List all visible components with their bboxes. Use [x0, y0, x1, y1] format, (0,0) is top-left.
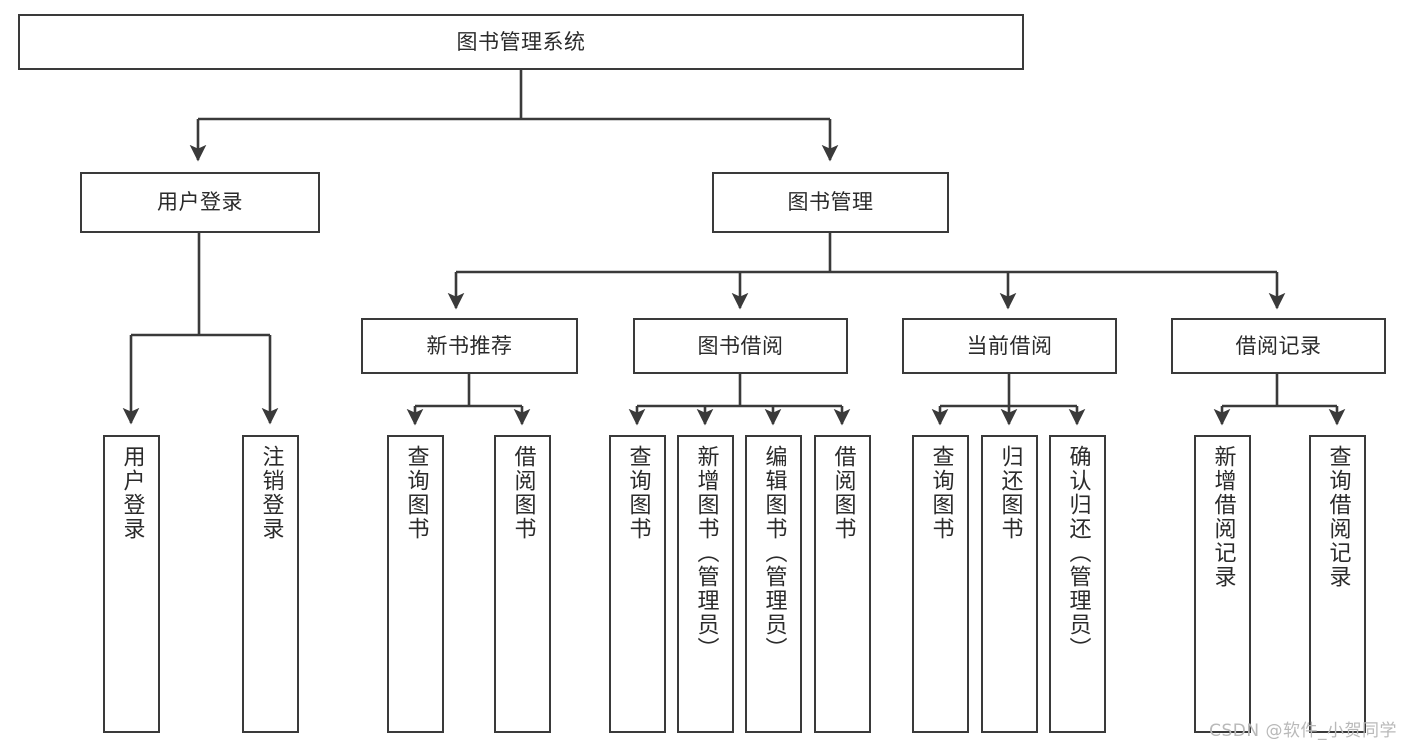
- node-leaf-borrow-book-2[interactable]: 借阅图书: [814, 435, 871, 733]
- node-leaf-add-record[interactable]: 新增借阅记录: [1194, 435, 1251, 733]
- node-current-borrow[interactable]: 当前借阅: [902, 318, 1117, 374]
- node-leaf-confirm-return[interactable]: 确认归还（管理员）: [1049, 435, 1106, 733]
- node-user-login-label: 用户登录: [157, 190, 243, 215]
- node-leaf-query-record-label: 查询借阅记录: [1325, 445, 1351, 589]
- node-leaf-borrow-book-2-label: 借阅图书: [830, 445, 856, 541]
- node-leaf-add-record-label: 新增借阅记录: [1210, 445, 1236, 589]
- node-leaf-query-book-2-label: 查询图书: [625, 445, 651, 541]
- node-borrow-record[interactable]: 借阅记录: [1171, 318, 1386, 374]
- node-leaf-confirm-return-label: 确认归还（管理员）: [1065, 445, 1091, 661]
- node-leaf-add-book-label: 新增图书（管理员）: [693, 445, 719, 661]
- node-leaf-user-login-label: 用户登录: [119, 445, 145, 541]
- node-leaf-query-book-2[interactable]: 查询图书: [609, 435, 666, 733]
- node-user-login[interactable]: 用户登录: [80, 172, 320, 233]
- node-leaf-borrow-book-1[interactable]: 借阅图书: [494, 435, 551, 733]
- node-book-manage[interactable]: 图书管理: [712, 172, 949, 233]
- node-leaf-query-book-1[interactable]: 查询图书: [387, 435, 444, 733]
- node-leaf-query-book-3[interactable]: 查询图书: [912, 435, 969, 733]
- node-leaf-user-logout-label: 注销登录: [258, 445, 284, 541]
- node-current-borrow-label: 当前借阅: [966, 333, 1053, 358]
- node-new-book-recommend[interactable]: 新书推荐: [361, 318, 578, 374]
- node-leaf-edit-book-label: 编辑图书（管理员）: [761, 445, 787, 661]
- node-new-book-recommend-label: 新书推荐: [426, 333, 513, 358]
- node-root-label: 图书管理系统: [456, 29, 586, 54]
- node-leaf-user-logout[interactable]: 注销登录: [242, 435, 299, 733]
- node-leaf-user-login[interactable]: 用户登录: [103, 435, 160, 733]
- node-leaf-query-book-1-label: 查询图书: [403, 445, 429, 541]
- node-leaf-return-book-label: 归还图书: [997, 445, 1023, 541]
- node-book-borrow-label: 图书借阅: [697, 333, 784, 358]
- node-book-manage-label: 图书管理: [787, 190, 874, 215]
- node-book-borrow[interactable]: 图书借阅: [633, 318, 848, 374]
- node-borrow-record-label: 借阅记录: [1235, 333, 1322, 358]
- node-leaf-query-record[interactable]: 查询借阅记录: [1309, 435, 1366, 733]
- node-leaf-edit-book[interactable]: 编辑图书（管理员）: [745, 435, 802, 733]
- node-leaf-query-book-3-label: 查询图书: [928, 445, 954, 541]
- node-root[interactable]: 图书管理系统: [18, 14, 1024, 70]
- node-leaf-borrow-book-1-label: 借阅图书: [510, 445, 536, 541]
- node-leaf-add-book[interactable]: 新增图书（管理员）: [677, 435, 734, 733]
- node-leaf-return-book[interactable]: 归还图书: [981, 435, 1038, 733]
